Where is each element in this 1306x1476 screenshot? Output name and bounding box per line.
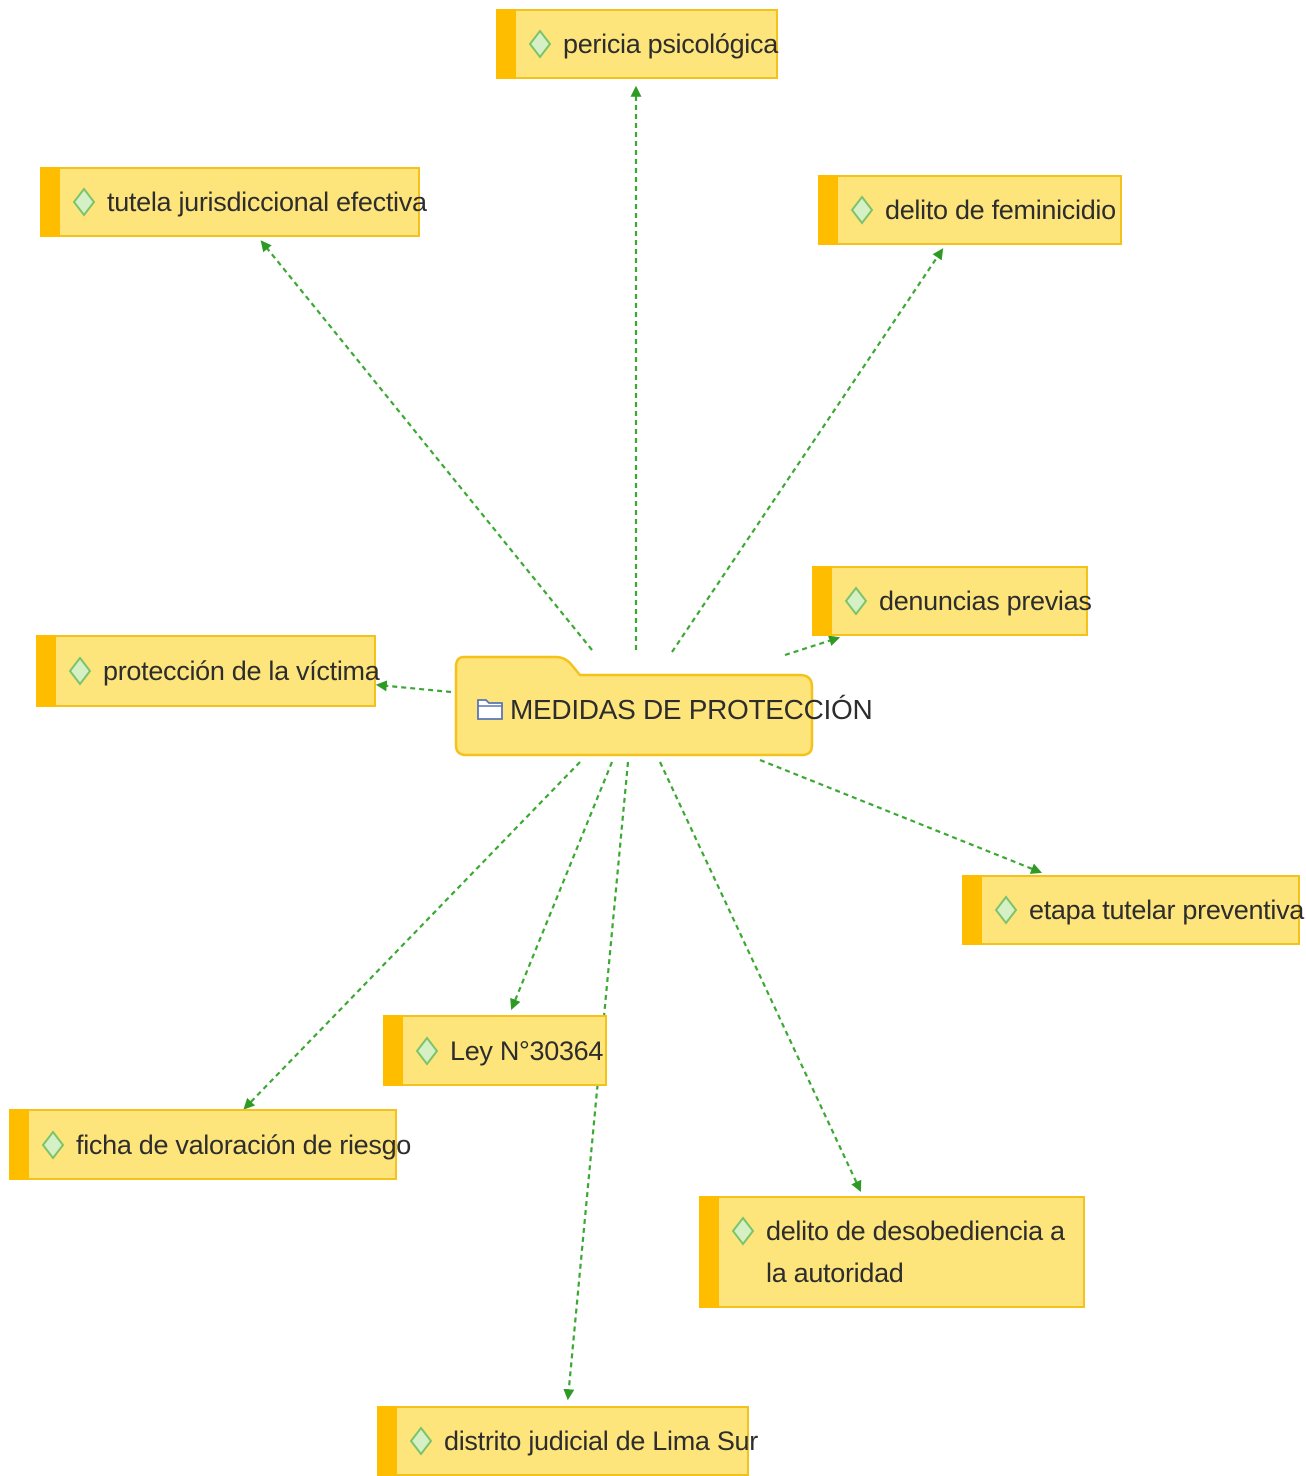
code-label: ficha de valoración de riesgo <box>76 1129 412 1160</box>
code-diamond-icon <box>850 195 874 225</box>
code-diamond-icon <box>731 1216 755 1246</box>
node-stripe <box>818 175 838 245</box>
code-node-distrito[interactable]: distrito judicial de Lima Sur <box>377 1406 758 1476</box>
node-stripe <box>40 167 60 237</box>
code-label: delito de feminicidio <box>885 195 1116 225</box>
node-stripe <box>812 566 832 636</box>
code-node-proteccion[interactable]: protección de la víctima <box>36 635 380 707</box>
code-diamond-icon <box>409 1426 433 1456</box>
folder-shape <box>454 655 814 757</box>
link-tutela <box>260 240 593 651</box>
node-stripe <box>377 1406 397 1476</box>
code-node-ley[interactable]: Ley N°30364 <box>383 1015 607 1086</box>
code-node-feminicidio[interactable]: delito de feminicidio <box>818 175 1122 245</box>
node-stripe <box>9 1109 29 1180</box>
code-diamond-icon <box>415 1035 439 1066</box>
code-diamond-icon <box>844 586 868 616</box>
code-label: Ley N°30364 <box>450 1035 604 1066</box>
code-diamond-icon <box>41 1129 65 1160</box>
link-denuncias <box>784 635 841 657</box>
code-diamond-icon <box>528 29 552 59</box>
code-node-desobediencia[interactable]: delito de desobediencia a la autoridad <box>699 1196 1085 1308</box>
code-node-ficha[interactable]: ficha de valoración de riesgo <box>9 1109 412 1180</box>
node-stripe <box>496 9 516 79</box>
code-diamond-icon <box>994 895 1018 925</box>
code-label: tutela jurisdiccional efectiva <box>107 187 427 217</box>
code-label: protección de la víctima <box>103 656 380 686</box>
code-label: denuncias previas <box>879 586 1092 616</box>
code-label: etapa tutelar preventiva <box>1029 895 1304 925</box>
folder-icon <box>477 699 503 720</box>
code-diamond-icon <box>72 187 96 217</box>
link-desobediencia <box>659 761 862 1192</box>
center-node[interactable]: MEDIDAS DE PROTECCIÓN <box>454 655 873 757</box>
code-label: pericia psicológica <box>563 29 778 59</box>
code-node-etapa[interactable]: etapa tutelar preventiva <box>962 875 1304 945</box>
node-stripe <box>699 1196 719 1308</box>
node-stripe <box>36 635 56 707</box>
link-proteccion <box>375 680 452 694</box>
code-label: delito de desobediencia a la autoridad <box>766 1216 1065 1288</box>
node-stripe <box>962 875 982 945</box>
link-ley <box>510 761 614 1011</box>
code-label: distrito judicial de Lima Sur <box>444 1426 758 1456</box>
code-node-tutela[interactable]: tutela jurisdiccional efectiva <box>40 167 427 237</box>
code-node-pericia[interactable]: pericia psicológica <box>496 9 778 79</box>
center-label: MEDIDAS DE PROTECCIÓN <box>510 694 873 725</box>
node-stripe <box>383 1015 403 1086</box>
link-etapa <box>759 758 1043 874</box>
code-diamond-icon <box>68 656 92 686</box>
code-node-denuncias[interactable]: denuncias previas <box>812 566 1092 636</box>
